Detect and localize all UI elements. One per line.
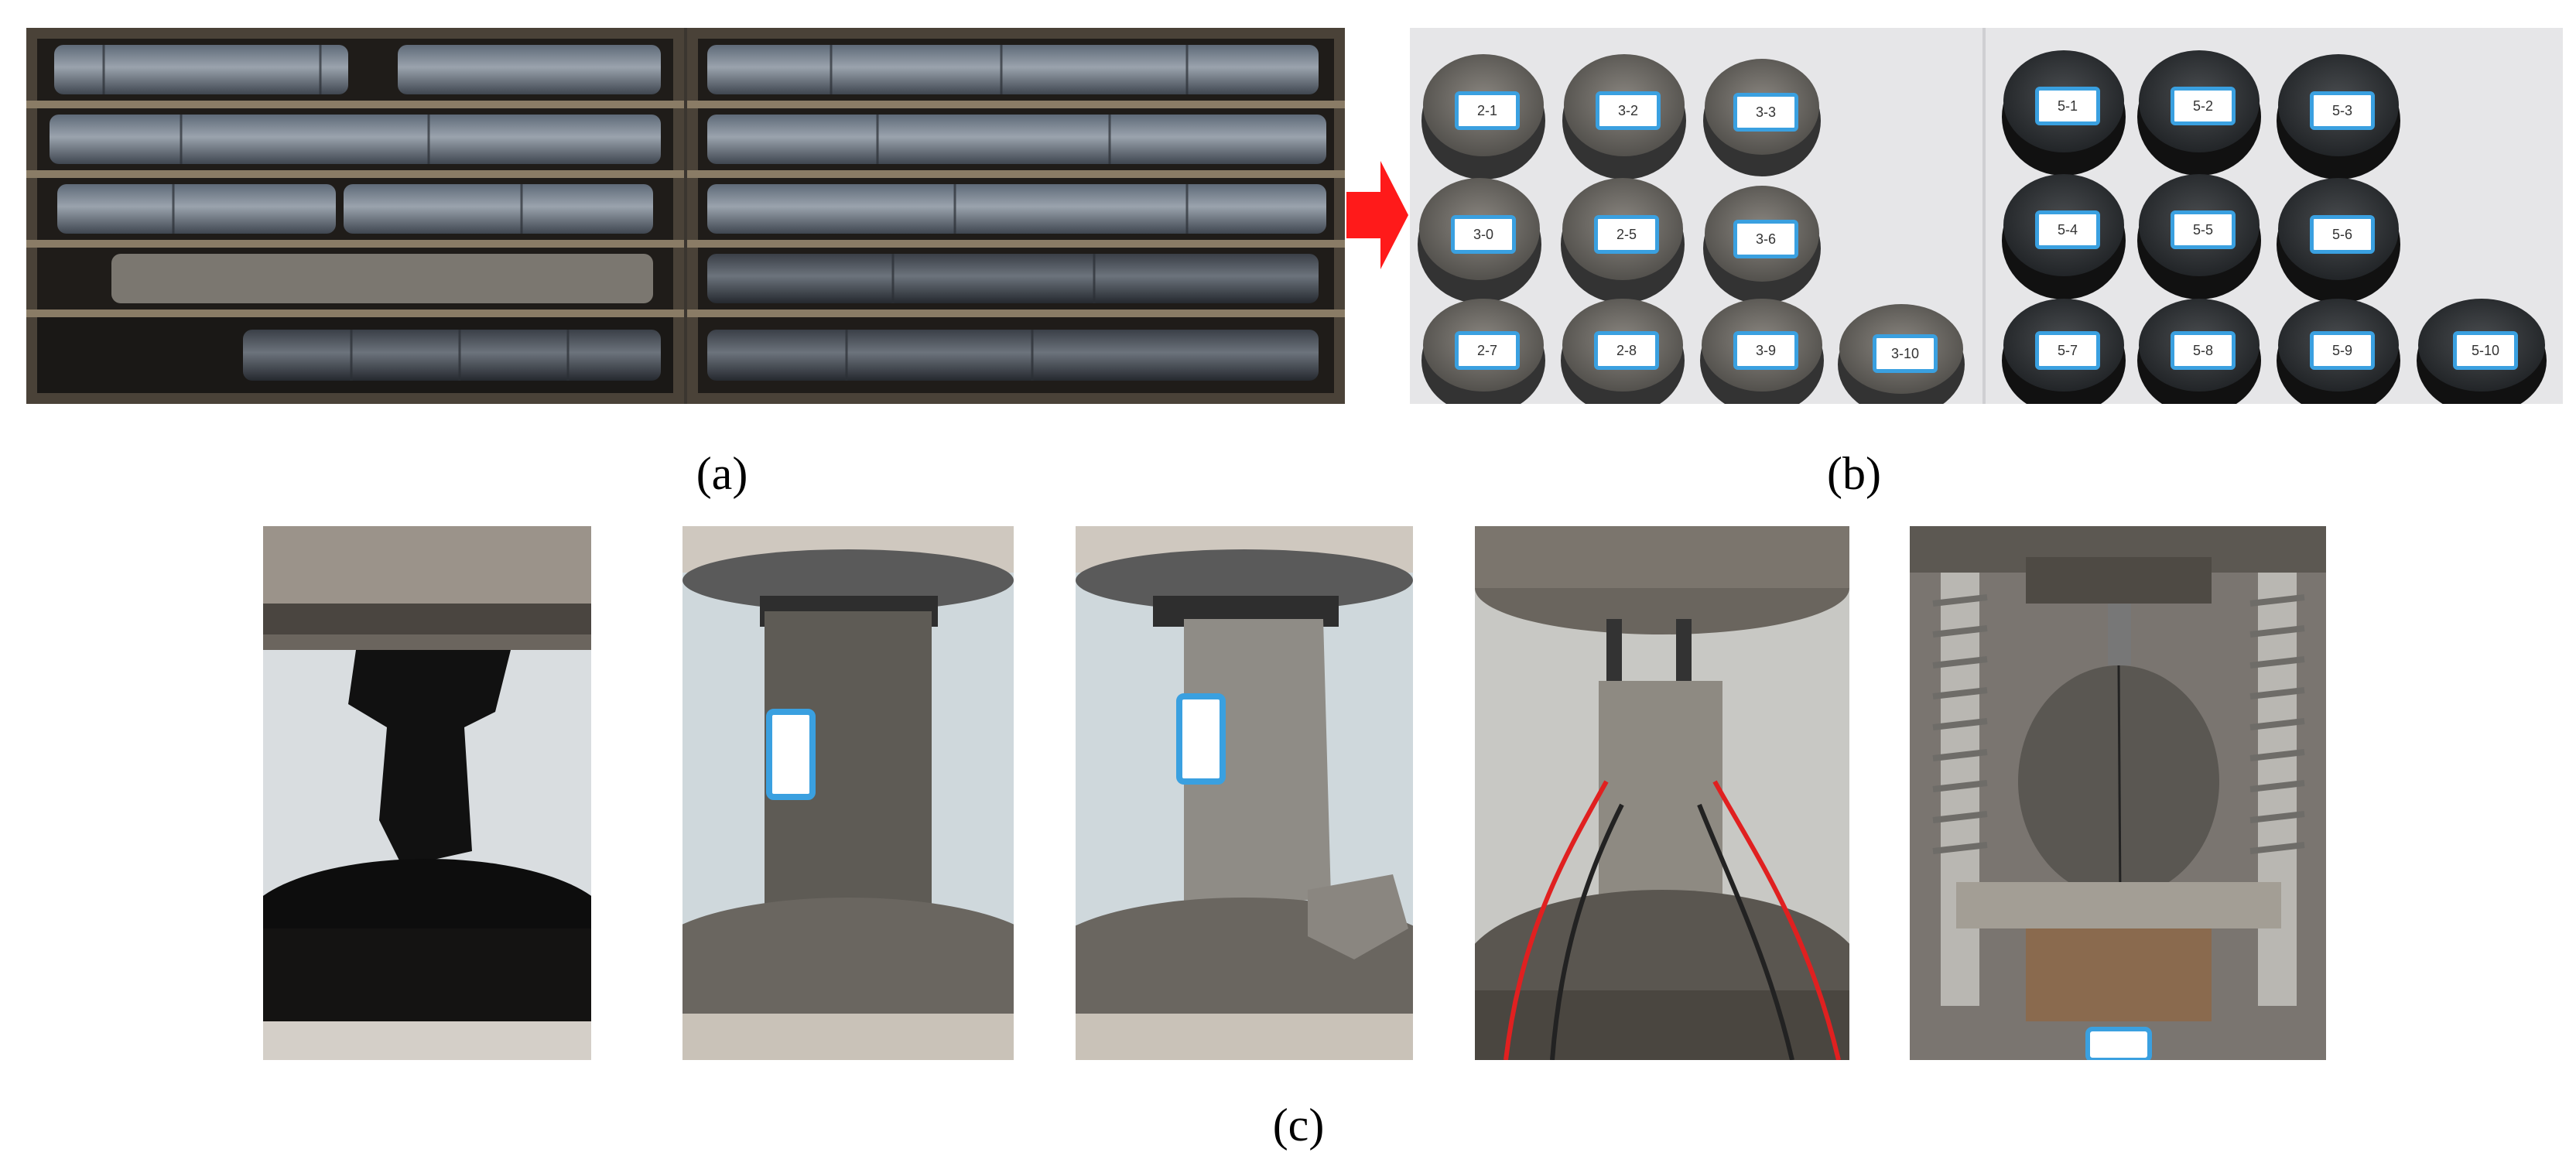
arrow-right-icon — [1346, 161, 1408, 269]
test-photo-intact-specimen — [682, 526, 1014, 1060]
caption-b: (b) — [1827, 448, 1881, 499]
right-core-box — [687, 39, 1345, 393]
specimen-label: 5-7 — [2035, 331, 2100, 370]
specimen-label: 2-7 — [1455, 331, 1520, 370]
specimen-label: 3-0 — [1451, 215, 1516, 254]
test-photo-brazilian-split — [1910, 526, 2326, 1060]
test-photo-strain-gauge — [1475, 526, 1849, 1060]
specimen-label: 5-5 — [2171, 210, 2236, 249]
specimen-label: 2-1 — [1455, 91, 1520, 130]
test-photo-coal-failure — [263, 526, 591, 1060]
specimen-label: 3-2 — [1596, 91, 1661, 130]
specimen-label: 3-9 — [1733, 331, 1798, 370]
core-box-photo — [26, 28, 1345, 404]
specimen-label: 2-5 — [1594, 215, 1659, 254]
specimen-label: 3-6 — [1733, 220, 1798, 258]
specimen-label: 3-3 — [1733, 93, 1798, 132]
specimen-photo: 2-1 3-2 3-3 3-0 2-5 3-6 2-7 2-8 3-9 3-10… — [1410, 28, 2563, 404]
test-photo-failed-specimen — [1076, 526, 1413, 1060]
specimen-label: 3-10 — [1873, 334, 1938, 373]
specimen-label: 2-8 — [1594, 331, 1659, 370]
specimen-label: 5-4 — [2035, 210, 2100, 249]
specimen-label: 5-10 — [2453, 331, 2518, 370]
caption-c: (c) — [1272, 1099, 1325, 1151]
specimen-label: 5-9 — [2310, 331, 2375, 370]
specimen-label: 5-8 — [2171, 331, 2236, 370]
specimen-label: 5-1 — [2035, 87, 2100, 125]
specimen-label: 5-2 — [2171, 87, 2236, 125]
left-core-box — [26, 39, 684, 393]
specimen-label: 5-3 — [2310, 91, 2375, 130]
caption-a: (a) — [696, 448, 748, 499]
specimen-label: 5-6 — [2310, 215, 2375, 254]
